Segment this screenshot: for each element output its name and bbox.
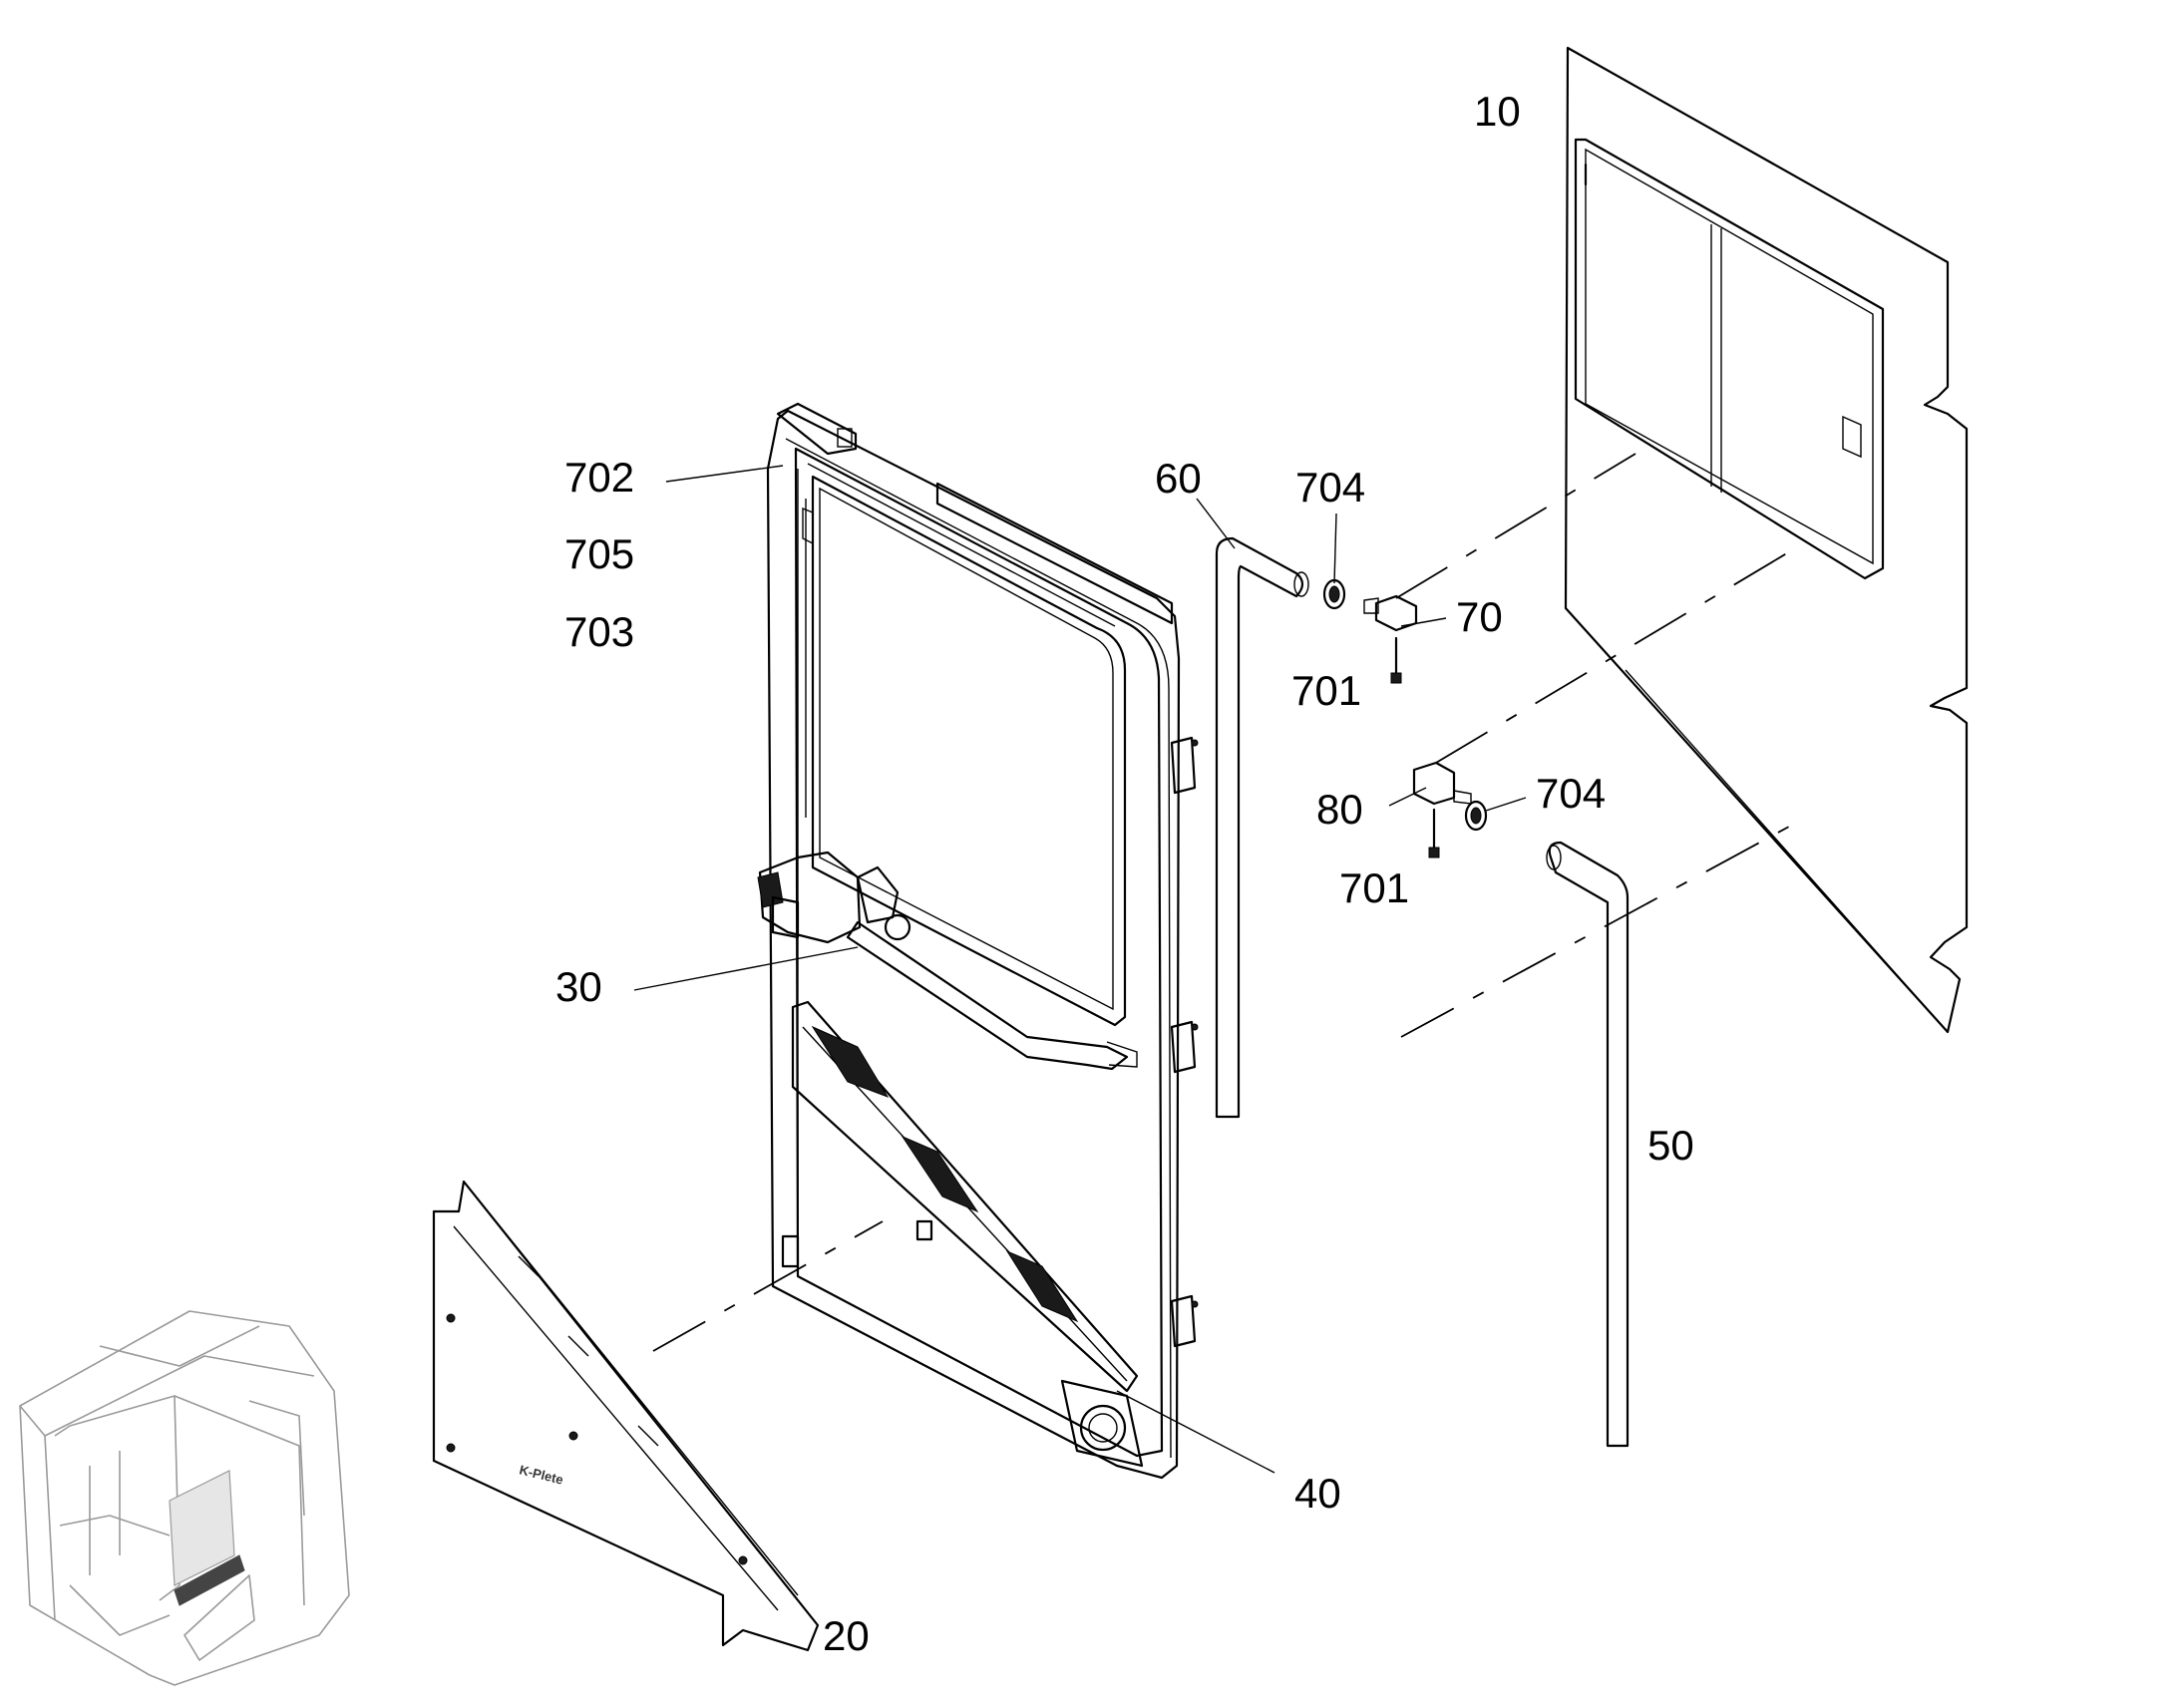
cab-thumbnail <box>19 1310 350 1686</box>
screw-701a <box>1390 636 1402 684</box>
door-frame-assembly <box>757 402 1199 1480</box>
callout-704-lower: 704 <box>1536 770 1606 817</box>
callout-10: 10 <box>1474 88 1521 135</box>
panel-stamp: K-Plete <box>518 1462 564 1487</box>
washer-704a <box>1322 578 1346 610</box>
triangular-panel-part: K-Plete <box>432 1180 820 1652</box>
callout-701-upper: 701 <box>1291 667 1361 714</box>
callout-705: 705 <box>564 530 634 577</box>
callout-20: 20 <box>823 1612 870 1659</box>
callout-50: 50 <box>1647 1122 1694 1169</box>
callout-80: 80 <box>1316 786 1363 833</box>
seal-strip-60 <box>1215 536 1309 1119</box>
callout-70: 70 <box>1456 593 1503 640</box>
callout-704-upper: 704 <box>1295 464 1365 511</box>
fastener-80 <box>1412 761 1472 806</box>
seal-strip-50 <box>1546 841 1630 1448</box>
callout-labels: 10 20 30 40 50 60 70 80 701 701 702 703 … <box>555 88 1694 1659</box>
window-pane-part <box>1564 46 1969 1034</box>
assembly-lines <box>652 453 1801 1352</box>
washer-704b <box>1464 800 1488 832</box>
callout-701-lower: 701 <box>1339 864 1409 911</box>
screw-701b <box>1428 808 1440 858</box>
callout-703: 703 <box>564 608 634 655</box>
callout-40: 40 <box>1294 1470 1341 1517</box>
leader-lines <box>633 465 1527 1474</box>
callout-702: 702 <box>564 454 634 501</box>
callout-60: 60 <box>1155 455 1202 502</box>
callout-30: 30 <box>555 963 602 1010</box>
